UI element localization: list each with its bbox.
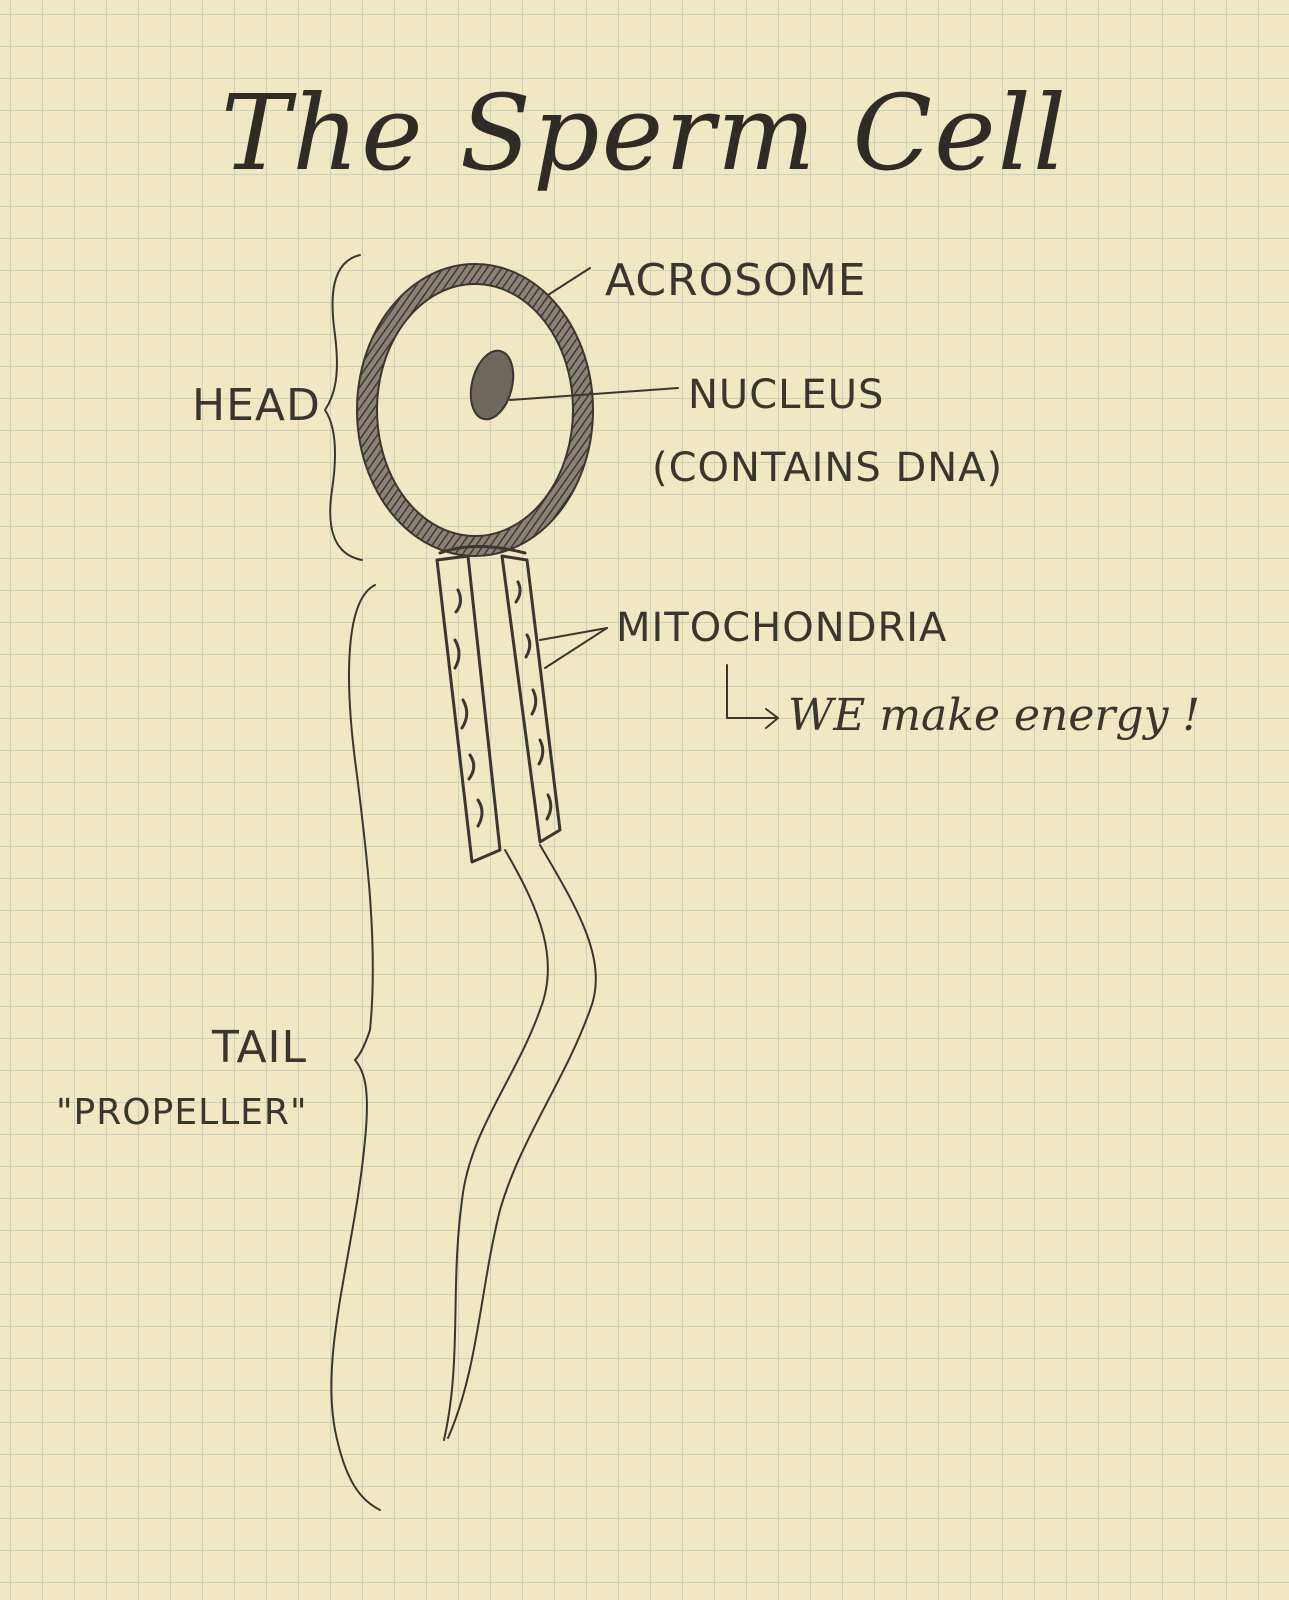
midpiece-right (500, 554, 562, 844)
head-label: HEAD (192, 380, 321, 431)
nucleus-label: NUCLEUS (688, 372, 885, 418)
nucleus-note-label: (CONTAINS DNA) (652, 445, 1004, 491)
tail-label: TAIL (212, 1022, 308, 1073)
tail-note-label: "PROPELLER" (56, 1092, 308, 1133)
mitochondria-arrow (726, 664, 779, 729)
head-brace (324, 254, 363, 561)
neck (438, 545, 527, 555)
diagram-title: The Sperm Cell (220, 72, 1069, 194)
tail-brace (330, 584, 381, 1511)
midpiece-left (435, 554, 502, 864)
acrosome-leader (547, 267, 591, 296)
mitochondria-leader-bottom (544, 627, 608, 669)
nucleus (469, 349, 515, 421)
mitochondria-note-label: WE make energy ! (788, 690, 1201, 741)
nucleus-leader (509, 387, 679, 401)
mitochondria-leader-top (539, 627, 608, 641)
acrosome-label: ACROSOME (605, 255, 867, 306)
mitochondria-label: MITOCHONDRIA (616, 605, 948, 651)
tail (443, 844, 597, 1441)
